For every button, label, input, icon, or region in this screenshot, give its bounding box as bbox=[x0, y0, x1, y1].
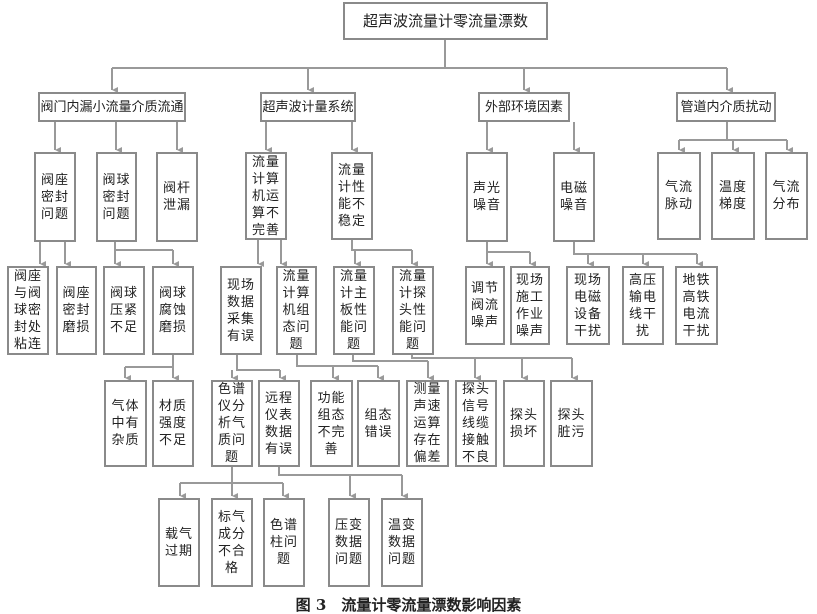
node-label: 测量声速运算存在偏差 bbox=[413, 382, 442, 465]
node-r2: 流量计算机运算不完善 bbox=[245, 152, 287, 240]
node-label: 远程仪表数据有误 bbox=[265, 390, 294, 457]
node-external-env: 外部环境因素 bbox=[478, 92, 570, 122]
node-label: 流量计算机运算不完善 bbox=[252, 154, 281, 238]
node-label: 气流分布 bbox=[772, 180, 801, 212]
node-ultrasonic-system: 超声波计量系统 bbox=[260, 92, 356, 122]
node-r3: 现场电磁设备干扰 bbox=[566, 266, 610, 345]
node-label: 调节阀流噪声 bbox=[471, 281, 500, 330]
node-label: 电磁噪音 bbox=[560, 181, 589, 213]
node-label: 载气过期 bbox=[165, 526, 194, 559]
root-node: 超声波流量计零流量漂数 bbox=[343, 2, 548, 40]
node-valve-leak: 阀门内漏小流量介质流通 bbox=[38, 92, 186, 122]
node-label: 阀座密封问题 bbox=[41, 172, 70, 222]
node-label: 流量计探头性能问题 bbox=[399, 269, 428, 352]
node-label: 超声波流量计零流量漂数 bbox=[362, 11, 528, 30]
figure-caption: 图 3 流量计零流量漂数影响因素 bbox=[295, 596, 522, 614]
node-r3: 现场施工作业噪声 bbox=[510, 266, 550, 345]
node-label: 色谱柱问题 bbox=[270, 518, 299, 567]
node-label: 材质强度不足 bbox=[159, 399, 188, 448]
node-r5: 温变数据问题 bbox=[381, 498, 423, 587]
node-label: 阀球密封问题 bbox=[102, 172, 131, 222]
node-r3: 阀座密封磨损 bbox=[56, 266, 97, 355]
node-label: 功能组态不完善 bbox=[317, 390, 346, 457]
node-r2: 气流分布 bbox=[765, 152, 808, 240]
node-label: 地铁高铁电流干扰 bbox=[682, 272, 711, 339]
node-r2: 气流脉动 bbox=[657, 152, 701, 240]
node-label: 超声波计量系统 bbox=[262, 99, 354, 115]
node-label: 组态错误 bbox=[364, 407, 393, 440]
node-r3: 调节阀流噪声 bbox=[465, 266, 505, 345]
node-r4: 材质强度不足 bbox=[152, 380, 194, 467]
node-label: 色谱仪分析气质问题 bbox=[218, 382, 247, 465]
node-label: 标气成分不合格 bbox=[218, 509, 247, 576]
node-label: 流量计算机组态问题 bbox=[282, 269, 311, 352]
node-r3: 流量计主板性能问题 bbox=[333, 266, 375, 355]
node-r2: 阀球密封问题 bbox=[96, 152, 137, 242]
node-r2: 声光噪音 bbox=[466, 152, 508, 242]
node-label: 气体中有杂质 bbox=[111, 399, 140, 448]
node-r5: 标气成分不合格 bbox=[211, 498, 253, 587]
node-r3: 地铁高铁电流干扰 bbox=[675, 266, 718, 345]
node-label: 阀座与阀球密封处粘连 bbox=[14, 269, 43, 352]
node-pipe-disturbance: 管道内介质扰动 bbox=[676, 92, 776, 122]
node-r3: 阀球压紧不足 bbox=[103, 266, 145, 355]
node-label: 温变数据问题 bbox=[388, 518, 417, 567]
node-r4: 功能组态不完善 bbox=[310, 380, 353, 467]
node-r2: 阀杆泄漏 bbox=[156, 152, 198, 242]
node-r3: 高压输电线干扰 bbox=[622, 266, 664, 345]
node-label: 流量计性能不稳定 bbox=[338, 163, 367, 229]
node-label: 现场数据采集有误 bbox=[227, 277, 256, 344]
node-label: 探头信号线缆接触不良 bbox=[462, 382, 491, 465]
node-r4: 探头脏污 bbox=[550, 380, 593, 467]
node-label: 流量计主板性能问题 bbox=[340, 269, 369, 352]
node-r2: 电磁噪音 bbox=[553, 152, 595, 242]
node-r5: 压变数据问题 bbox=[328, 498, 370, 587]
node-r3: 阀座与阀球密封处粘连 bbox=[7, 266, 49, 355]
node-label: 高压输电线干扰 bbox=[629, 272, 658, 339]
node-label: 温度梯度 bbox=[719, 180, 748, 212]
node-label: 现场施工作业噪声 bbox=[516, 272, 545, 339]
node-r4: 探头损坏 bbox=[503, 380, 545, 467]
node-r2: 阀座密封问题 bbox=[34, 152, 76, 242]
node-r5: 色谱柱问题 bbox=[263, 498, 305, 587]
node-label: 阀座密封磨损 bbox=[62, 286, 91, 335]
node-label: 探头脏污 bbox=[557, 407, 586, 440]
node-r4: 气体中有杂质 bbox=[104, 380, 147, 467]
node-r3: 流量计探头性能问题 bbox=[392, 266, 434, 355]
node-label: 阀球压紧不足 bbox=[110, 286, 139, 335]
node-label: 阀球腐蚀磨损 bbox=[159, 286, 188, 335]
node-r3: 流量计算机组态问题 bbox=[276, 266, 317, 355]
node-label: 探头损坏 bbox=[510, 407, 539, 440]
node-r5: 载气过期 bbox=[158, 498, 200, 587]
node-r3: 阀球腐蚀磨损 bbox=[152, 266, 194, 355]
node-r4: 组态错误 bbox=[357, 380, 400, 467]
node-label: 阀门内漏小流量介质流通 bbox=[40, 99, 184, 115]
node-label: 声光噪音 bbox=[473, 181, 502, 213]
node-r4: 远程仪表数据有误 bbox=[258, 380, 300, 467]
node-label: 管道内介质扰动 bbox=[680, 99, 772, 115]
node-r4: 测量声速运算存在偏差 bbox=[406, 380, 449, 467]
node-r2: 温度梯度 bbox=[711, 152, 755, 240]
node-r2: 流量计性能不稳定 bbox=[331, 152, 373, 240]
node-label: 压变数据问题 bbox=[335, 518, 364, 567]
node-r4: 探头信号线缆接触不良 bbox=[455, 380, 497, 467]
node-r3: 现场数据采集有误 bbox=[220, 266, 262, 355]
node-label: 气流脉动 bbox=[665, 180, 694, 212]
node-label: 外部环境因素 bbox=[484, 99, 563, 115]
node-r4: 色谱仪分析气质问题 bbox=[211, 380, 253, 467]
node-label: 现场电磁设备干扰 bbox=[574, 272, 603, 339]
node-label: 阀杆泄漏 bbox=[163, 181, 192, 213]
